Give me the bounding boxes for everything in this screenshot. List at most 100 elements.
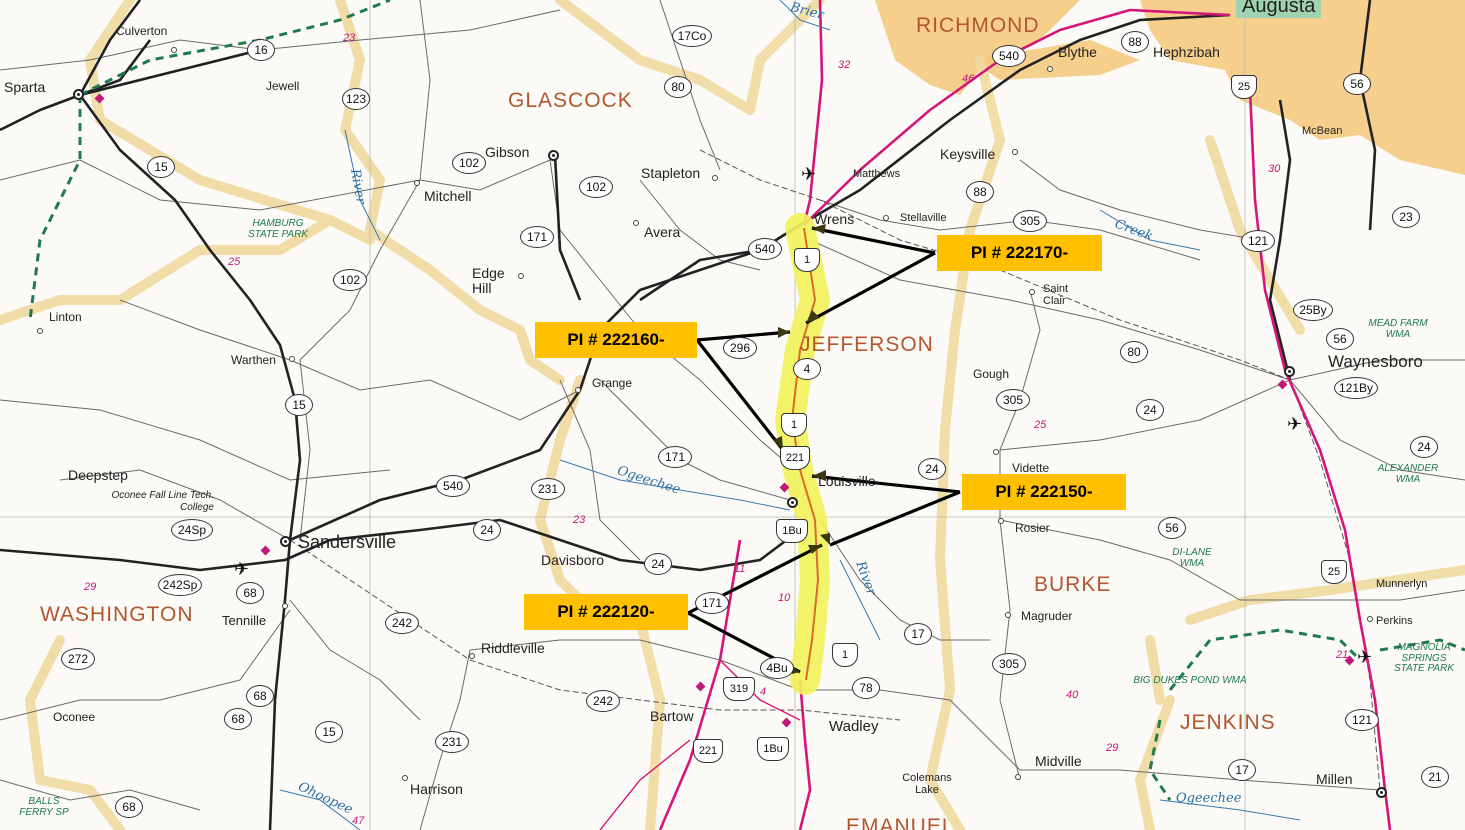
route-shield: 16	[247, 39, 275, 61]
place-label: Tennille	[222, 613, 267, 628]
route-shield: 305	[996, 389, 1030, 411]
project-callout-222150: PI # 222150-	[962, 474, 1126, 510]
district-number: 4	[760, 686, 767, 698]
us-route-shield: 1	[832, 643, 858, 667]
route-shield: 80	[664, 76, 692, 98]
county-seat-marker	[279, 535, 291, 547]
route-shield: 102	[333, 269, 367, 291]
county-seat-marker	[1375, 786, 1387, 798]
route-shield: 242	[385, 612, 419, 634]
route-shield: 540	[748, 238, 782, 260]
us-route-shield: 1	[794, 248, 820, 272]
place-label: Midville	[1035, 753, 1082, 769]
augusta-urban-area-east	[1140, 0, 1465, 175]
airport-icon: ✈	[1357, 647, 1373, 667]
county-label: JENKINS	[1180, 711, 1276, 734]
place-label: Sparta	[4, 79, 46, 95]
town-dot	[712, 175, 718, 181]
district-number: 25	[1034, 419, 1047, 431]
place-label: Jewell	[266, 79, 300, 93]
town-dot	[1015, 774, 1021, 780]
county-label: JEFFERSON	[800, 333, 934, 356]
place-label: McBean	[1302, 125, 1343, 137]
us-route-shield: 1	[781, 413, 807, 437]
route-shield: 17	[904, 623, 932, 645]
route-shield: 88	[966, 181, 994, 203]
route-shield: 4	[793, 358, 821, 380]
place-label: Avera	[644, 224, 681, 240]
place-label: Perkins	[1376, 615, 1413, 627]
park-label: BIG DUKES POND WMA	[1133, 675, 1247, 686]
route-shield: 68	[115, 796, 143, 818]
route-shield: 102	[452, 152, 486, 174]
route-shield: 56	[1343, 73, 1371, 95]
augusta-urban-area	[875, 0, 1080, 95]
place-label: Oconee Fall Line Tech. College	[111, 490, 214, 513]
route-shield: 68	[236, 582, 264, 604]
route-shield: 305	[1013, 210, 1047, 232]
place-label: Mitchell	[424, 188, 472, 204]
county-seat-marker	[547, 149, 559, 161]
district-number: 23	[343, 32, 356, 44]
route-shield: 23	[1392, 206, 1420, 228]
airport-icon: ✈	[234, 559, 250, 579]
place-label: Gough	[973, 367, 1010, 381]
town-dot	[993, 449, 999, 455]
us-route-shield: 221	[780, 446, 810, 470]
water-label: Ogeechee	[1176, 791, 1242, 806]
place-label: Vidette	[1012, 461, 1050, 475]
route-shield: 68	[246, 685, 274, 707]
town-dot	[282, 603, 288, 609]
route-shield: 24	[1136, 399, 1164, 421]
town-dot	[518, 273, 524, 279]
place-label: Linton	[49, 310, 82, 324]
town-dot	[1367, 616, 1373, 622]
place-label: Riddleville	[481, 640, 545, 656]
district-number: 46	[962, 73, 975, 85]
route-shield: 15	[315, 721, 343, 743]
us-route-shield: 25	[1231, 75, 1257, 99]
place-label: Magruder	[1021, 609, 1073, 623]
route-shield: 272	[61, 648, 95, 670]
place-label: Warthen	[231, 353, 276, 367]
route-shield: 540	[992, 45, 1026, 67]
route-shield: 80	[1120, 341, 1148, 363]
place-label: Saint Clair	[1043, 283, 1069, 307]
county-seat-marker	[1283, 365, 1295, 377]
rivers	[279, 0, 1301, 830]
route-shield: 123	[342, 88, 370, 110]
town-dot	[1029, 289, 1035, 295]
us-route-shield: 1Bu	[757, 737, 789, 761]
us-route-shield: 25	[1321, 560, 1347, 584]
route-shield: 24	[473, 519, 501, 541]
park-label: MAGNOLIA SPRINGS STATE PARK	[1393, 642, 1454, 674]
park-label: MEAD FARM WMA	[1368, 318, 1428, 340]
town-dot	[575, 387, 581, 393]
place-label: Bartow	[650, 708, 694, 724]
town-dot	[414, 180, 420, 186]
railroads	[289, 149, 1381, 791]
route-shield: 102	[579, 176, 613, 198]
district-number: 29	[84, 581, 97, 593]
district-number: 47	[352, 815, 365, 827]
route-shield: 305	[992, 653, 1026, 675]
park-label: ALEXANDER WMA	[1377, 463, 1439, 485]
county-seat-marker	[786, 496, 798, 508]
airport-icon: ✈	[1287, 414, 1303, 434]
place-label: Harrison	[410, 781, 463, 797]
county-label: BURKE	[1034, 573, 1112, 596]
district-number: 21	[1336, 649, 1349, 661]
district-number: 23	[573, 514, 586, 526]
route-shield: 24	[1410, 436, 1438, 458]
callout-leaders	[687, 226, 961, 674]
place-label: Culverton	[116, 24, 168, 38]
place-label: Hephzibah	[1153, 44, 1220, 60]
us-route-shield: 1Bu	[776, 519, 808, 543]
county-label: EMANUEL	[846, 815, 955, 830]
route-shield: 121	[1241, 230, 1275, 252]
route-shield: 68	[224, 708, 252, 730]
district-number: 40	[1066, 689, 1079, 701]
place-label: Waynesboro	[1328, 352, 1423, 371]
